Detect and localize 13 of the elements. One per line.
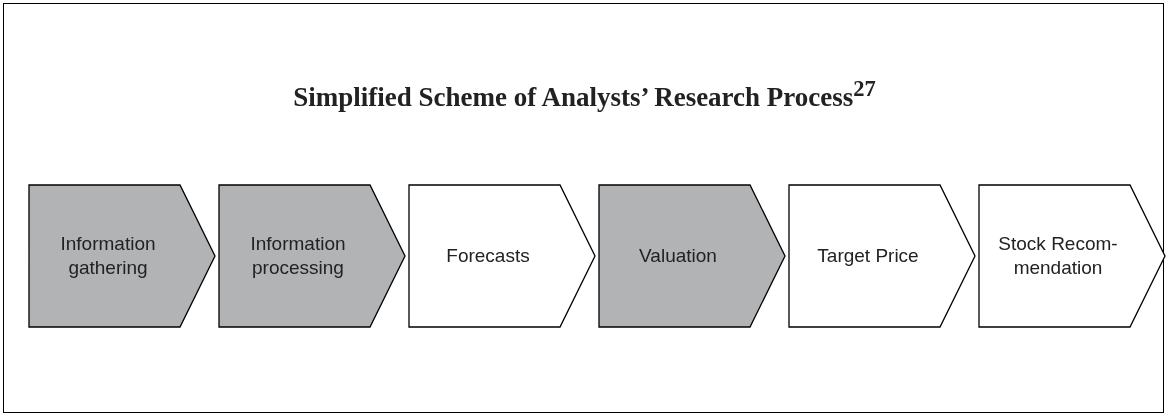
step-label: Forecasts — [446, 244, 530, 268]
title: Simplified Scheme of Analysts’ Research Process$^{27}$ — [293, 82, 876, 112]
chevron-step — [28, 184, 216, 328]
chevron-step — [598, 184, 786, 328]
step-label: Information processing — [249, 232, 347, 280]
step-label: Stock Recom-mendation — [997, 232, 1119, 280]
chevron-step — [218, 184, 406, 328]
chevron-step — [408, 184, 596, 328]
step-label: Information gathering — [59, 232, 157, 280]
step-label: Valuation — [639, 244, 717, 268]
chevron-step — [978, 184, 1166, 328]
chevron-step — [788, 184, 976, 328]
step-label: Target Price — [817, 244, 919, 268]
